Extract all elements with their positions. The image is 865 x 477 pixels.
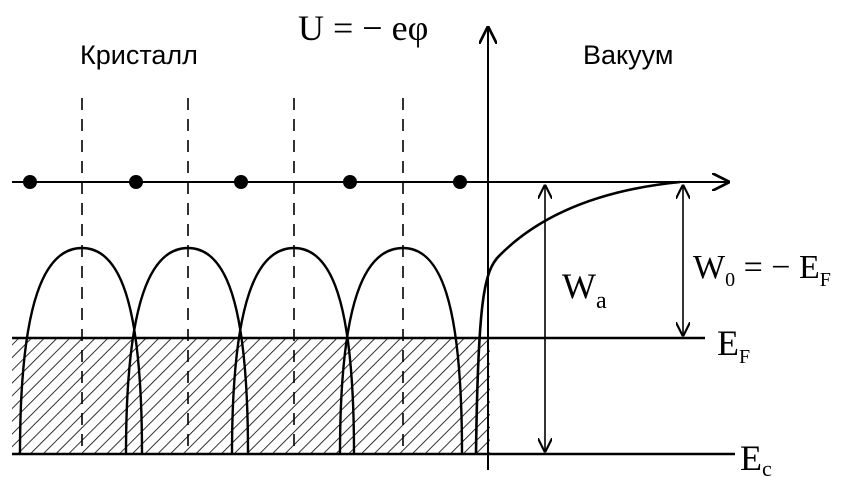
hump-2 [124,246,250,455]
surface-barrier-curve [474,180,681,455]
ion-dots [23,175,467,189]
w0-label-rest: = − E [735,249,820,286]
ion-dot-5 [453,175,467,189]
ion-dot-1 [23,175,37,189]
band-bottom-label-main: E [740,438,762,477]
ion-dashed-lines [81,98,404,454]
potential-humps [18,246,464,455]
vacuum-label: Вакуум [583,40,673,70]
hump-1 [18,246,144,455]
fermi-label: EF [717,323,750,368]
w0-label-rest-sub: F [820,269,831,291]
w0-label: W0 = − EF [693,249,831,291]
potential-label: U = − eφ [298,8,428,48]
wa-label-main: W [562,266,596,306]
ion-dot-2 [129,175,143,189]
ion-dot-4 [343,175,357,189]
wa-label-sub: a [596,288,607,314]
filled-band-hatching [12,338,490,454]
wa-label: Wa [562,266,607,314]
w0-label-sub: 0 [725,269,735,291]
band-bottom-label-sub: c [762,456,772,477]
hump-4 [338,246,464,455]
fermi-label-main: E [717,323,739,363]
ion-dot-3 [234,175,248,189]
band-bottom-label: Ec [740,438,772,477]
crystal-label: Кристалл [80,40,198,70]
w0-label-main: W [693,249,726,286]
fermi-label-sub: F [739,346,750,368]
